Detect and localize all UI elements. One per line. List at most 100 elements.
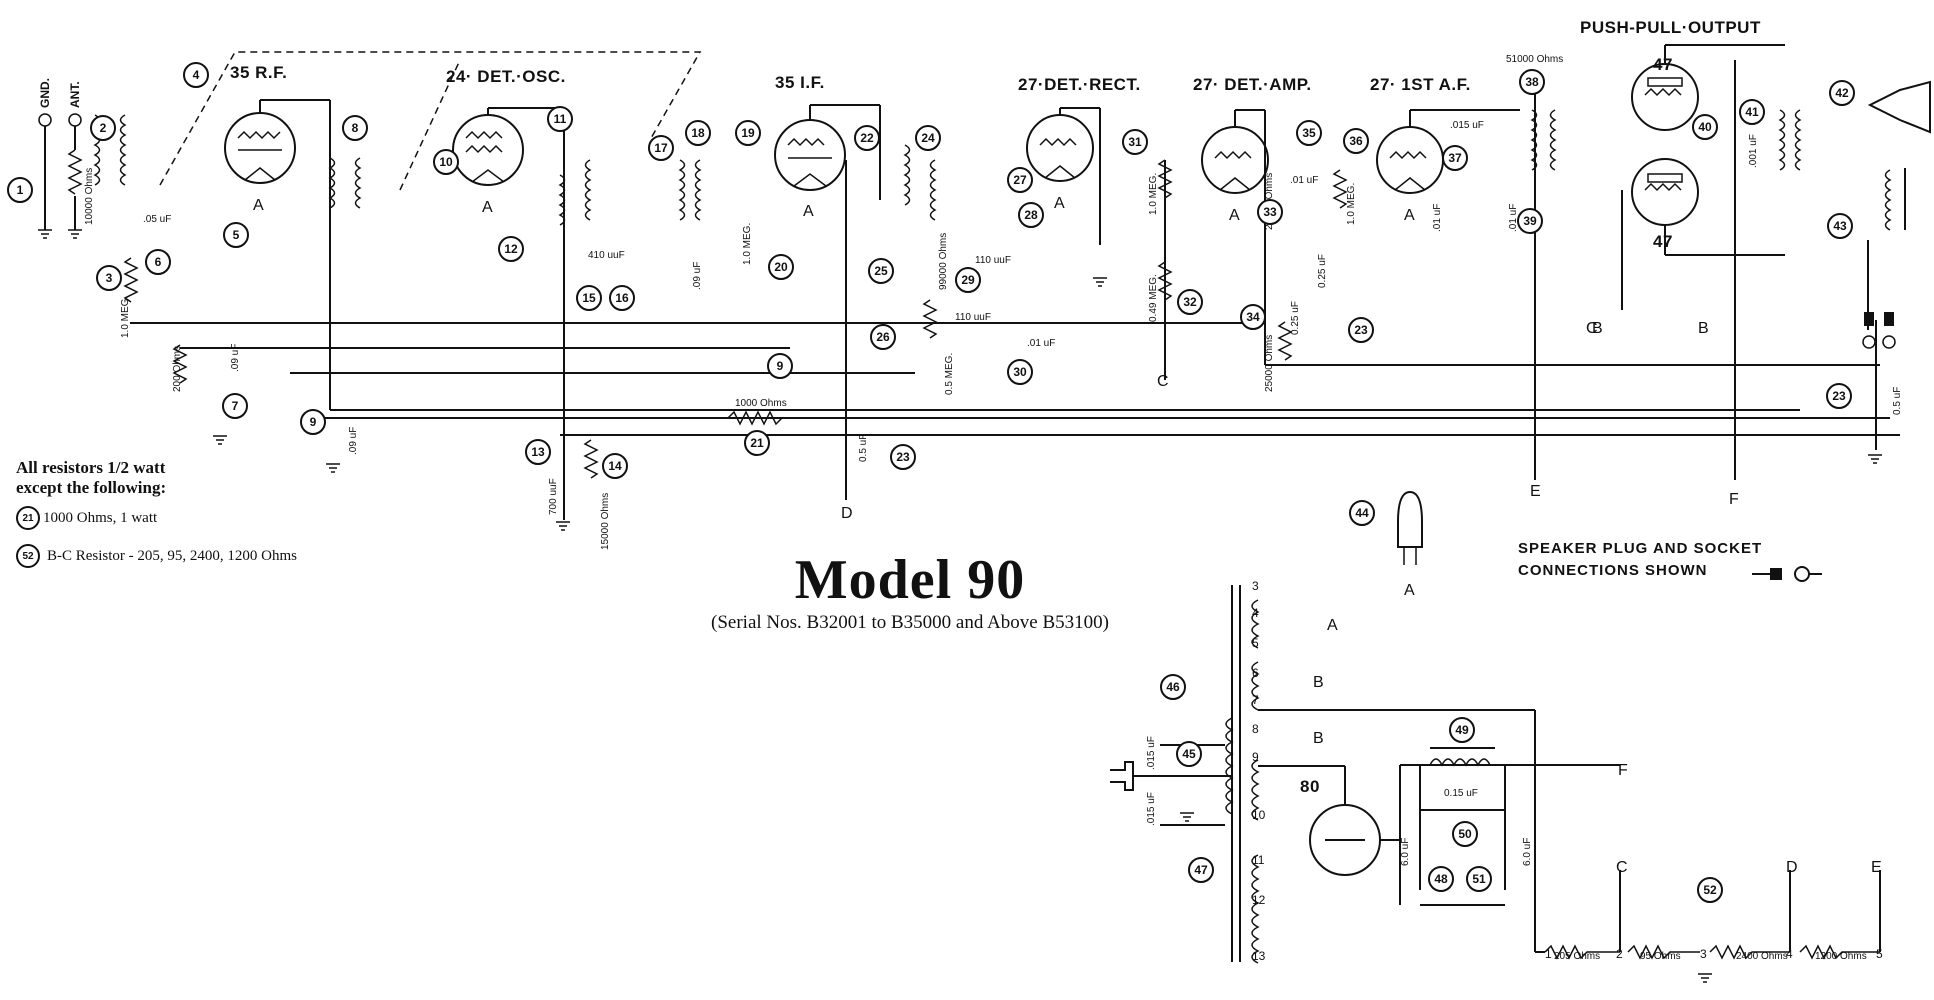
note-row: 52 B-C Resistor - 205, 95, 2400, 1200 Oh… — [16, 544, 297, 568]
ant-terminal — [68, 113, 82, 127]
tube-label-47-b: 47 — [1653, 232, 1673, 251]
callout-19: 19 — [735, 120, 761, 146]
value-label: 205 Ohms — [1554, 951, 1600, 962]
value-label: .09 uF — [692, 262, 703, 290]
value-label: 99000 Ohms — [938, 233, 949, 290]
value-label: 1200 Ohms — [1815, 951, 1867, 962]
bus-letter: D — [841, 505, 853, 522]
note-text: 1000 Ohms, 1 watt — [43, 509, 158, 526]
callout-number: 42 — [1835, 86, 1849, 100]
value-label: .09 uF — [348, 427, 359, 455]
value-label: 0.5 MEG. — [944, 353, 955, 395]
vacuum-tubes — [224, 44, 1785, 410]
callout-32: 32 — [1177, 289, 1203, 315]
note-row: 21 1000 Ohms, 1 watt — [16, 506, 297, 530]
bus-letter: B — [1698, 320, 1709, 337]
callout-49: 49 — [1449, 717, 1475, 743]
callout-1: 1 — [7, 177, 33, 203]
callout-51: 51 — [1466, 866, 1492, 892]
callout-number: 9 — [310, 415, 317, 429]
callout-number: 38 — [1525, 75, 1539, 89]
divider-tap-label: 3 — [1700, 947, 1707, 961]
callout-number: 49 — [1455, 723, 1469, 737]
tube-47-upper — [1631, 44, 1785, 131]
callout-23: 23 — [1826, 383, 1852, 409]
ground-symbols — [38, 229, 1882, 983]
callout-16: 16 — [609, 285, 635, 311]
callout-23: 23 — [890, 444, 916, 470]
callout-number: 51 — [1472, 872, 1486, 886]
callout-31: 31 — [1122, 129, 1148, 155]
callout-38: 38 — [1519, 69, 1545, 95]
callout-number: 18 — [691, 126, 705, 140]
callout-number: 50 — [1458, 827, 1472, 841]
tap-label: 6 — [1252, 666, 1259, 680]
callout-7: 7 — [222, 393, 248, 419]
value-label: 200 Ohms — [172, 346, 183, 392]
value-label: 0.5 uF — [1892, 387, 1903, 415]
value-label: 110 uuF — [955, 312, 991, 323]
speaker-symbol — [1867, 80, 1931, 134]
component-values: 10000 Ohms .05 uF 1.0 MEG. 200 Ohms .09 … — [84, 54, 1903, 962]
value-label: .09 uF — [230, 344, 241, 372]
callout-number: 37 — [1448, 151, 1462, 165]
notes-heading-line1: All resistors 1/2 watt — [16, 458, 166, 477]
callout-18: 18 — [685, 120, 711, 146]
bus-letter: A — [1229, 207, 1240, 224]
callout-46: 46 — [1160, 674, 1186, 700]
callout-number: 24 — [921, 131, 935, 145]
antenna-terminals: GND. ANT. — [38, 78, 83, 230]
callout-number: 16 — [615, 291, 629, 305]
tube-label-push-pull: PUSH-PULL·OUTPUT — [1580, 18, 1761, 37]
callout-number: 3 — [106, 271, 113, 285]
bus-letter: C — [1616, 859, 1628, 876]
bus-letter: E — [1530, 483, 1541, 500]
callout-37: 37 — [1442, 145, 1468, 171]
bus-letter: F — [1618, 762, 1628, 779]
callout-number: 26 — [876, 330, 890, 344]
callout-number: 43 — [1833, 219, 1847, 233]
callout-22: 22 — [854, 125, 880, 151]
tube-35-if — [774, 104, 881, 200]
tap-label: 13 — [1252, 949, 1266, 963]
callout-27: 27 — [1007, 167, 1033, 193]
bus-letter: B — [1592, 320, 1603, 337]
value-label: .001 uF — [1748, 134, 1759, 168]
note-ref-badge: 52 — [16, 544, 40, 568]
callout-number: 48 — [1434, 872, 1448, 886]
callout-number: 35 — [1302, 126, 1316, 140]
callout-21: 21 — [744, 430, 770, 456]
callout-48: 48 — [1428, 866, 1454, 892]
diagram-title: Model 90 — [794, 549, 1026, 611]
callout-number: 47 — [1194, 863, 1208, 877]
bus-letter: A — [1327, 617, 1338, 634]
callout-number: 22 — [860, 131, 874, 145]
callout-number: 21 — [750, 436, 764, 450]
divider-tap-label: 4 — [1786, 947, 1793, 961]
callout-number: 11 — [554, 112, 567, 126]
value-label: .015 uF — [1146, 736, 1157, 770]
value-label: 25000 Ohms — [1264, 335, 1275, 392]
value-label: 0.49 MEG. — [1148, 274, 1159, 322]
callout-4: 4 — [183, 62, 209, 88]
bus-letter: A — [803, 203, 814, 220]
callout-17: 17 — [648, 135, 674, 161]
antenna-resistor — [67, 149, 83, 195]
tap-label: 12 — [1252, 893, 1266, 907]
value-label: 51000 Ohms — [1506, 54, 1563, 65]
value-label: .05 uF — [143, 214, 171, 225]
tube-24-det-osc — [452, 107, 564, 186]
callout-33: 33 — [1257, 199, 1283, 225]
tap-label: 11 — [1252, 853, 1265, 867]
resistor-notes: All resistors 1/2 watt except the follow… — [16, 458, 297, 568]
tap-label: 5 — [1252, 636, 1259, 650]
callout-14: 14 — [602, 453, 628, 479]
bus-letter: A — [482, 199, 493, 216]
callout-5: 5 — [223, 222, 249, 248]
callout-number: 28 — [1024, 208, 1038, 222]
divider-tap-label: 5 — [1876, 947, 1883, 961]
callout-number: 8 — [352, 121, 359, 135]
callout-number: 44 — [1355, 506, 1369, 520]
